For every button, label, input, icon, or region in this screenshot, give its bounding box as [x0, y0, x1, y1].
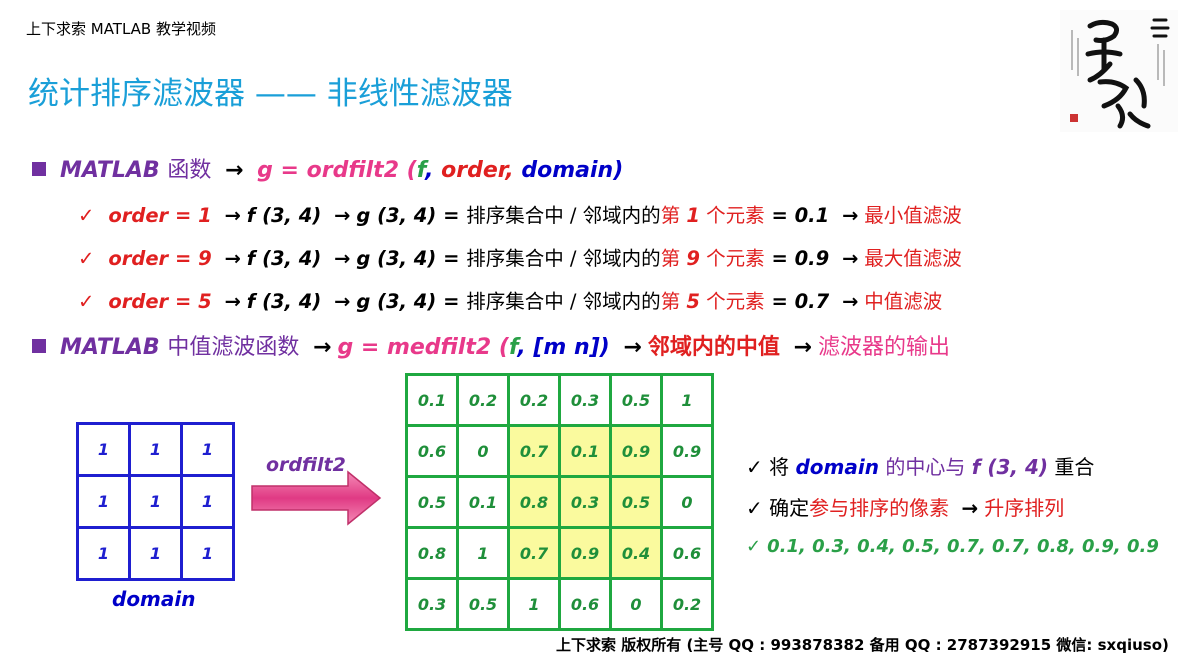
pixel-cell: 0.4 — [609, 526, 663, 580]
pixel-cell: 0.5 — [456, 577, 510, 631]
pixel-cell: 0.8 — [405, 526, 459, 580]
kernel-cell: 1 — [76, 526, 131, 581]
pixel-cell: 0.1 — [558, 424, 612, 478]
pixel-cell: 0.6 — [405, 424, 459, 478]
order-row-5: ✓order = 5 →f (3, 4) →g (3, 4) = 排序集合中 /… — [78, 290, 943, 313]
table-row: 1 1 1 — [76, 474, 235, 529]
note-sort-pixels: ✓ 确定参与排序的像素 →升序排列 — [746, 496, 1065, 520]
arrow-right-icon: → — [334, 247, 351, 270]
table-row: 0.8 1 0.7 0.9 0.4 0.6 — [405, 526, 714, 580]
table-row: 0.3 0.5 1 0.6 0 0.2 — [405, 577, 714, 631]
kernel-cell: 1 — [180, 422, 235, 477]
ordfilt2-label: ordfilt2 — [266, 454, 346, 476]
arrow-right-icon — [251, 470, 382, 526]
kernel-cell: 1 — [128, 422, 183, 477]
pixel-cell: 0.5 — [609, 475, 663, 529]
pixel-cell: 0.9 — [609, 424, 663, 478]
pixel-cell: 0.7 — [507, 424, 561, 478]
pixel-cell: 0.6 — [558, 577, 612, 631]
pixel-cell: 0.6 — [660, 526, 714, 580]
pixel-cell: 0 — [456, 424, 510, 478]
image-matrix-grid: 0.1 0.2 0.2 0.3 0.5 1 0.6 0 0.7 0.1 0.9 … — [405, 373, 714, 631]
note-sorted-values: ✓0.1, 0.3, 0.4, 0.5, 0.7, 0.7, 0.8, 0.9,… — [746, 536, 1159, 557]
pixel-cell: 0.1 — [456, 475, 510, 529]
table-row: 0.1 0.2 0.2 0.3 0.5 1 — [405, 373, 714, 427]
kernel-cell: 1 — [128, 526, 183, 581]
note-align-center: ✓ 将 domain 的中心与 f (3, 4) 重合 — [746, 455, 1095, 479]
arrow-right-icon: → — [841, 204, 859, 227]
pixel-cell: 0.7 — [507, 526, 561, 580]
check-icon: ✓ — [746, 455, 763, 479]
arrow-right-icon: → — [224, 204, 241, 227]
order-row-9: ✓order = 9 →f (3, 4) →g (3, 4) = 排序集合中 /… — [78, 247, 962, 270]
pixel-cell: 1 — [456, 526, 510, 580]
square-bullet-icon — [32, 339, 46, 353]
order-row-1: ✓order = 1 →f (3, 4) →g (3, 4) = 排序集合中 /… — [78, 204, 962, 227]
pixel-cell: 0.2 — [507, 373, 561, 427]
domain-kernel-grid: 1 1 1 1 1 1 1 1 1 — [76, 422, 235, 581]
pixel-cell: 0.3 — [558, 373, 612, 427]
check-icon: ✓ — [78, 247, 95, 270]
check-icon: ✓ — [78, 290, 95, 313]
series-title: 上下求索 MATLAB 教学视频 — [26, 20, 216, 38]
pixel-cell: 1 — [507, 577, 561, 631]
check-icon: ✓ — [78, 204, 95, 227]
pixel-cell: 0.8 — [507, 475, 561, 529]
domain-label: domain — [112, 587, 196, 611]
footer-copyright: 上下求索 版权所有 (主号 QQ : 993878382 备用 QQ : 278… — [556, 636, 1169, 654]
pixel-cell: 0.9 — [660, 424, 714, 478]
arrow-right-icon: → — [623, 335, 642, 360]
kernel-cell: 1 — [128, 474, 183, 529]
pixel-cell: 0.5 — [405, 475, 459, 529]
arrow-right-icon: → — [224, 247, 241, 270]
table-row: 0.6 0 0.7 0.1 0.9 0.9 — [405, 424, 714, 478]
pixel-cell: 0 — [660, 475, 714, 529]
check-icon: ✓ — [746, 496, 763, 520]
pixel-cell: 0.2 — [660, 577, 714, 631]
pixel-cell: 0 — [609, 577, 663, 631]
bullet-medfilt2: MATLAB 中值滤波函数 →g = medfilt2 (f, [m n]) →… — [32, 329, 950, 361]
table-row: 1 1 1 — [76, 526, 235, 581]
arrow-right-icon: → — [225, 158, 244, 183]
table-row: 1 1 1 — [76, 422, 235, 477]
pixel-cell: 0.2 — [456, 373, 510, 427]
pixel-cell: 0.9 — [558, 526, 612, 580]
seal-logo — [1060, 10, 1178, 132]
arrow-right-icon: → — [334, 204, 351, 227]
kernel-cell: 1 — [180, 474, 235, 529]
table-row: 0.5 0.1 0.8 0.3 0.5 0 — [405, 475, 714, 529]
kernel-cell: 1 — [180, 526, 235, 581]
arrow-right-icon: → — [961, 496, 979, 520]
page-title: 统计排序滤波器 —— 非线性滤波器 — [28, 76, 513, 112]
pixel-cell: 0.3 — [405, 577, 459, 631]
kernel-cell: 1 — [76, 422, 131, 477]
pixel-cell: 0.3 — [558, 475, 612, 529]
arrow-right-icon: → — [793, 335, 812, 360]
arrow-right-icon: → — [224, 290, 241, 313]
arrow-right-icon: → — [841, 290, 859, 313]
check-icon: ✓ — [746, 536, 762, 557]
pixel-cell: 0.1 — [405, 373, 459, 427]
square-bullet-icon — [32, 162, 46, 176]
arrow-right-icon: → — [841, 247, 859, 270]
arrow-right-icon: → — [313, 335, 332, 360]
bullet-ordfilt2: MATLAB 函数 → g = ordfilt2 (f, order, doma… — [32, 152, 623, 184]
pixel-cell: 0.5 — [609, 373, 663, 427]
pixel-cell: 1 — [660, 373, 714, 427]
arrow-right-icon: → — [334, 290, 351, 313]
kernel-cell: 1 — [76, 474, 131, 529]
